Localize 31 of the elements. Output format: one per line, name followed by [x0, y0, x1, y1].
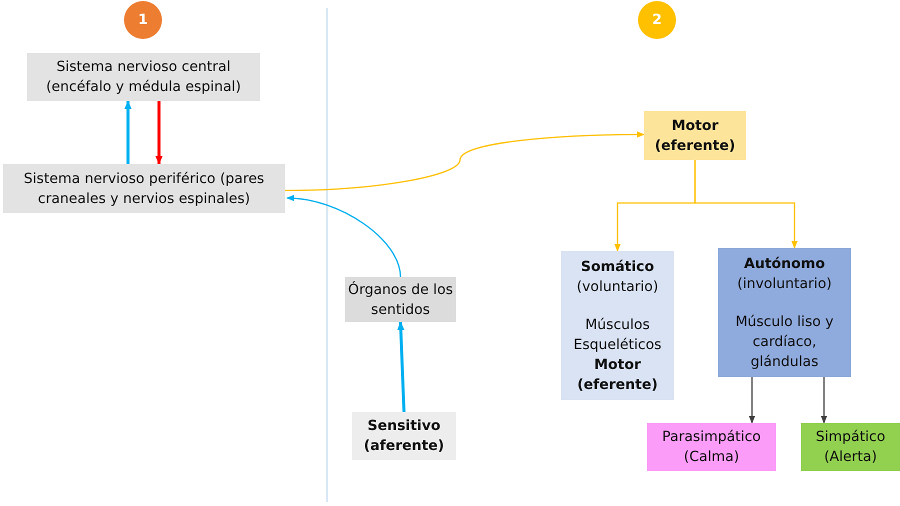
node-label: Motor (eferente): [654, 116, 736, 156]
node-label: Parasimpático (Calma): [661, 428, 762, 467]
process-box: [3, 164, 285, 213]
node-label: Somático (voluntario): [576, 258, 660, 296]
step-number: 1: [138, 11, 148, 30]
arrow: [748, 377, 756, 424]
node-label: Sistema nervioso periférico (pares craneales y nervios espinales): [22, 170, 266, 208]
node-label: Simpático (Alerta): [814, 428, 886, 467]
arrow: [155, 101, 163, 165]
process-box: [718, 248, 851, 377]
arrow: [820, 377, 828, 424]
step-number: 2: [652, 11, 662, 30]
step-number-circle: [124, 1, 162, 39]
process-box: [647, 423, 776, 471]
node-label: Autónomo (involuntario): [736, 254, 833, 294]
process-box: [801, 423, 900, 471]
arrow: [124, 100, 132, 164]
node-label: Músculo liso y cardíaco, glándulas: [734, 312, 835, 372]
process-box: [561, 251, 674, 400]
node-label: Sensitivo (aferente): [362, 417, 446, 456]
process-box: [644, 111, 746, 160]
node-label: Órganos de los sentidos: [347, 280, 454, 320]
arrow: [397, 321, 406, 412]
process-box: [27, 53, 260, 101]
process-box: [352, 412, 456, 460]
node-label: Sistema nervioso central (encéfalo y médula espinal): [45, 58, 242, 97]
arrow: [694, 160, 798, 249]
step-number-circle: [638, 1, 676, 39]
node-label: Músculos Esqueléticos Motor (eferente): [572, 316, 662, 394]
arrow: [285, 131, 645, 192]
arrow: [286, 195, 402, 278]
